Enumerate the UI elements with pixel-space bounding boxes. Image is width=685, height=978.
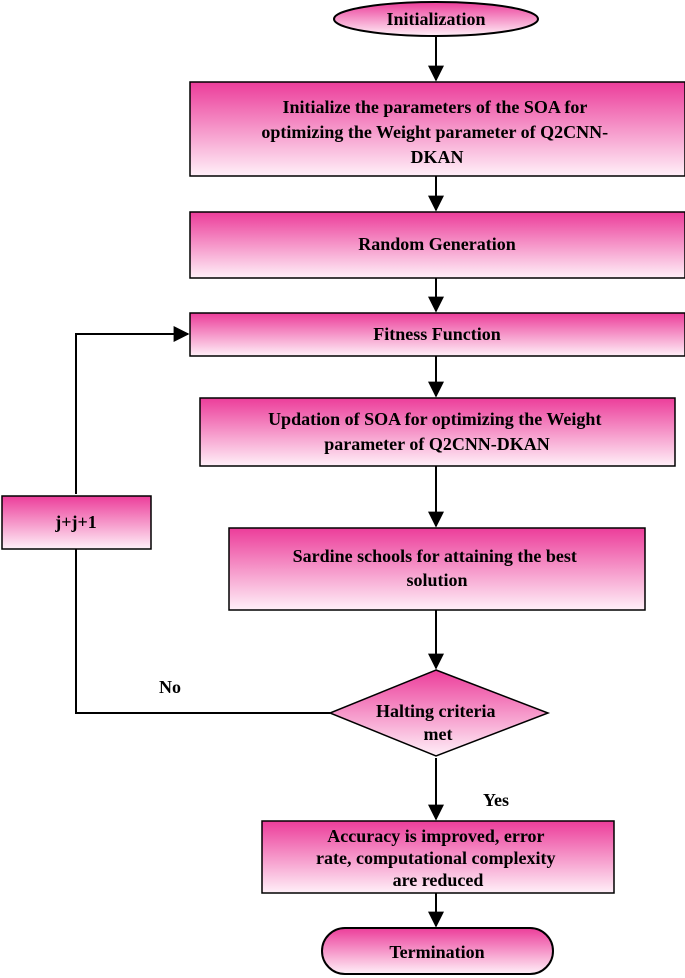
svg-text:Sardine schools for attaining: Sardine schools for attaining the best s… <box>293 546 582 590</box>
result-line-3: are reduced <box>393 870 484 890</box>
termination-label: Termination <box>389 942 484 962</box>
result-line-2: rate, computational complexity <box>316 848 555 868</box>
result-line-1: Accuracy is improved, error <box>327 826 544 846</box>
initialization-node: Initialization <box>333 1 539 37</box>
halting-line-2: met <box>424 724 453 744</box>
updation-line-2: parameter of Q2CNN-DKAN <box>324 434 550 454</box>
svg-text:Updation of SOA for optimizin: Updation of SOA for optimizing the Weigh… <box>268 409 606 454</box>
svg-text:Initialize the parameters of t: Initialize the parameters of the SOA for… <box>261 97 612 167</box>
halting-line-1: Halting criteria <box>376 701 495 721</box>
sardine-node: Sardine schools for attaining the best s… <box>228 527 646 611</box>
counter-label: j+j+1 <box>54 512 97 532</box>
loop-counter-to-fitness <box>75 326 190 494</box>
svg-text:Accuracy is improved, error: Accuracy is improved, error rate, comput… <box>316 826 560 890</box>
termination-node: Termination <box>321 927 554 975</box>
updation-line-1: Updation of SOA for optimizing the Weigh… <box>268 409 601 429</box>
init-params-node: Initialize the parameters of the SOA for… <box>189 81 685 177</box>
loop-halting-to-counter <box>75 549 330 714</box>
edge-label-yes: Yes <box>483 790 509 810</box>
random-generation-node: Random Generation <box>189 211 685 279</box>
halting-decision-node: Halting criteria met <box>328 669 551 757</box>
sardine-line-1: Sardine schools for attaining the best <box>293 546 577 566</box>
connectors <box>75 36 444 928</box>
random-generation-label: Random Generation <box>358 234 516 254</box>
updation-node: Updation of SOA for optimizing the Weigh… <box>199 397 676 467</box>
result-node: Accuracy is improved, error rate, comput… <box>261 820 615 894</box>
fitness-function-label: Fitness Function <box>373 324 501 344</box>
edge-label-no: No <box>159 677 181 697</box>
fitness-function-node: Fitness Function <box>189 312 685 357</box>
svg-text:Halting criteria met: Halting criteria met <box>376 701 500 744</box>
counter-node: j+j+1 <box>1 495 152 550</box>
init-params-line-1: Initialize the parameters of the SOA for <box>282 97 587 117</box>
init-params-line-3: DKAN <box>411 147 464 167</box>
sardine-line-2: solution <box>406 570 467 590</box>
init-params-line-2: optimizing the Weight parameter of Q2CNN… <box>261 122 608 142</box>
initialization-label: Initialization <box>386 9 485 29</box>
